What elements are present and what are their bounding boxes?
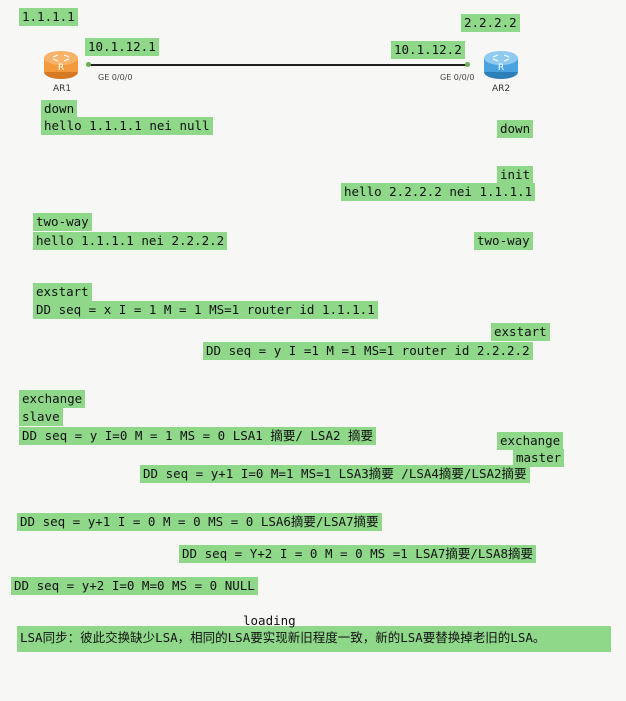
ar1-dd-exchange-2: DD seq = y+1 I = 0 M = 0 MS = 0 LSA6摘要/L… — [17, 513, 382, 531]
lsa-sync-highlight — [17, 626, 611, 652]
state-loading: loading — [243, 613, 296, 628]
ar1-router-id: 1.1.1.1 — [19, 8, 78, 26]
ar1-interface-label: GE 0/0/0 — [98, 73, 133, 82]
ar2-state-exchange: exchange — [497, 432, 564, 450]
ar1-port-dot — [86, 62, 91, 67]
ar1-role-slave: slave — [19, 408, 63, 426]
ar1-hello-null: hello 1.1.1.1 nei null — [41, 117, 213, 135]
ar2-name: AR2 — [492, 84, 511, 94]
ar1-state-down: down — [41, 100, 78, 118]
ar2-interface-label: GE 0/0/0 — [440, 73, 475, 82]
router-ar2-icon[interactable]: R — [483, 48, 519, 84]
ar1-dd-exchange-3: DD seq = y+2 I=0 M=0 MS = 0 NULL — [11, 577, 258, 595]
router-ar1-icon[interactable]: R — [43, 48, 79, 84]
ar1-name: AR1 — [53, 84, 72, 94]
lsa-sync-note: LSA同步：彼此交换缺少LSA，相同的LSA要实现新旧程度一致，新的LSA要替换… — [20, 630, 546, 645]
ar2-state-down: down — [497, 120, 534, 138]
ar2-dd-exchange-1: DD seq = y+1 I=0 M=1 MS=1 LSA3摘要 /LSA4摘要… — [140, 465, 530, 483]
ar1-state-two-way: two-way — [33, 213, 92, 231]
svg-text:R: R — [58, 63, 64, 73]
ar2-dd-exstart: DD seq = y I =1 M =1 MS=1 router id 2.2.… — [203, 342, 533, 360]
ar2-ip-label: 10.1.12.2 — [391, 41, 465, 59]
ar1-ip-label: 10.1.12.1 — [85, 38, 159, 56]
svg-text:R: R — [498, 63, 504, 73]
ar2-state-two-way: two-way — [474, 232, 533, 250]
ar1-dd-exstart: DD seq = x I = 1 M = 1 MS=1 router id 1.… — [33, 301, 378, 319]
ar1-state-exchange: exchange — [19, 390, 86, 408]
ar2-state-init: init — [497, 166, 534, 184]
ar2-dd-exchange-2: DD seq = Y+2 I = 0 M = 0 MS =1 LSA7摘要/LS… — [179, 545, 537, 563]
ar2-hello: hello 2.2.2.2 nei 1.1.1.1 — [341, 183, 536, 201]
ar2-state-exstart: exstart — [491, 323, 550, 341]
ar2-role-master: master — [513, 449, 565, 467]
ar1-dd-exchange-1: DD seq = y I=0 M = 1 MS = 0 LSA1 摘要/ LSA… — [19, 427, 377, 445]
ar2-port-dot — [465, 62, 470, 67]
ar2-router-id: 2.2.2.2 — [461, 14, 520, 32]
ar1-state-exstart: exstart — [33, 283, 92, 301]
ar1-hello-nei: hello 1.1.1.1 nei 2.2.2.2 — [33, 232, 228, 250]
link-line — [90, 64, 468, 66]
